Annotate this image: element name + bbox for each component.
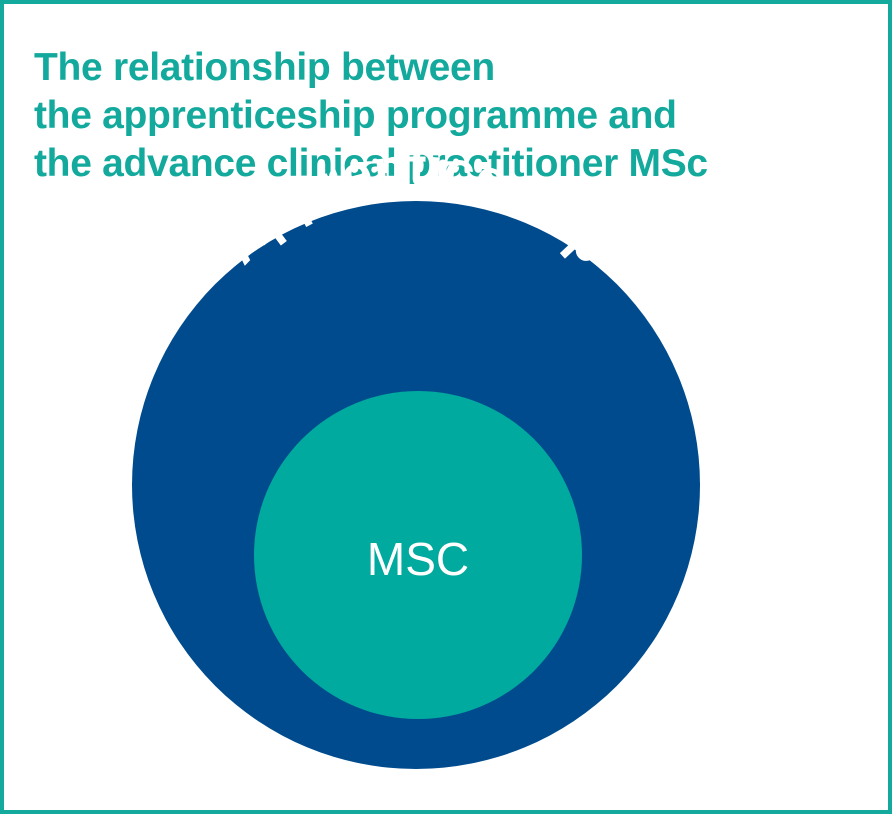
title-line-3: the advance clinical practitioner MSc bbox=[34, 142, 708, 185]
title-line-2: the apprenticeship programme and bbox=[34, 94, 677, 137]
msc-circle bbox=[254, 391, 582, 719]
diagram-title: The relationship between the apprentices… bbox=[34, 44, 708, 188]
title-line-1: The relationship between bbox=[34, 46, 495, 89]
msc-label: MSC bbox=[367, 533, 469, 585]
